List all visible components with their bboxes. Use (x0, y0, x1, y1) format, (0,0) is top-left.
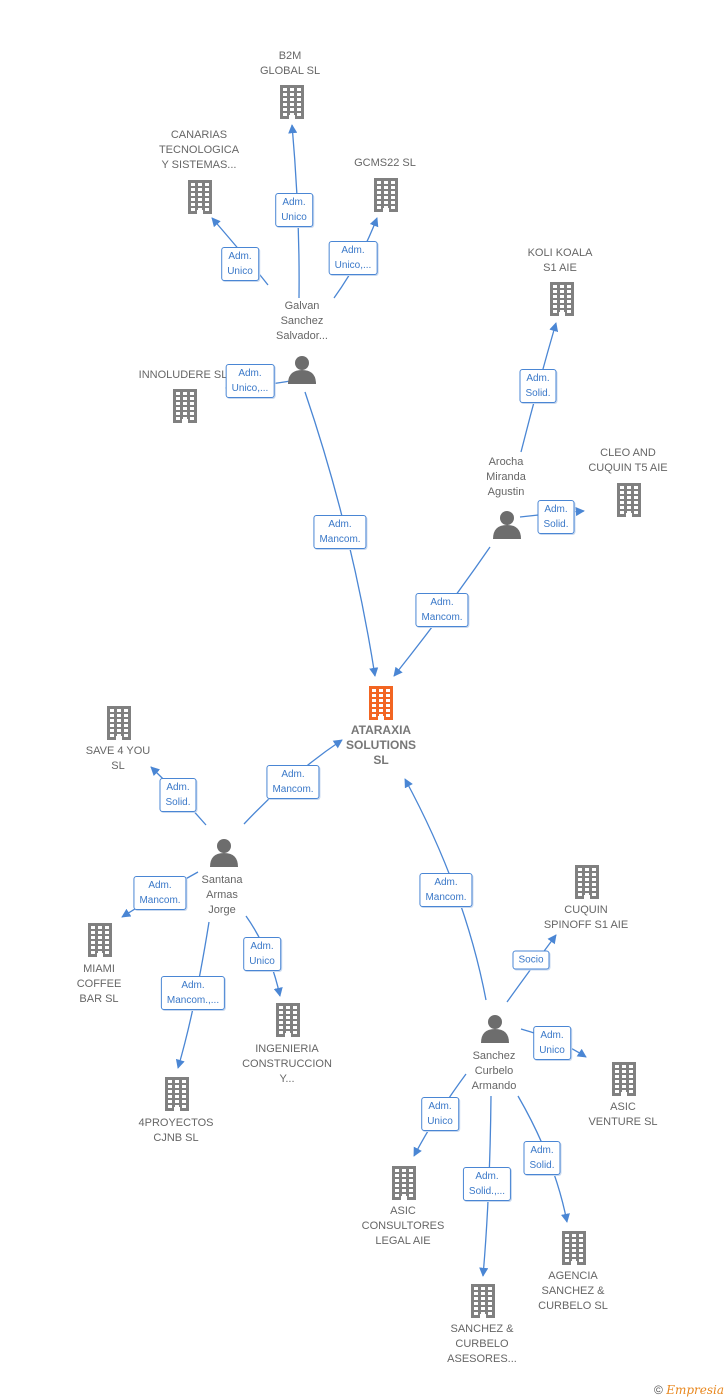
edge-label-galvan-gcms22[interactable]: Adm. Unico,... (328, 241, 378, 275)
edge-label-arocha-ataraxia[interactable]: Adm. Mancom. (415, 593, 469, 627)
gcms22-building-icon[interactable] (374, 178, 398, 212)
agencia-building-icon[interactable] (562, 1231, 586, 1265)
cleo-building-icon[interactable] (617, 483, 641, 517)
edge-label-arocha-cleo[interactable]: Adm. Solid. (537, 500, 575, 534)
node-label-asicventure[interactable]: ASIC VENTURE SL (588, 1101, 658, 1128)
node-label-gcms22[interactable]: GCMS22 SL (354, 157, 416, 169)
node-label-save4you[interactable]: SAVE 4 YOU SL (85, 745, 151, 772)
brand-logo: Empresia (666, 1383, 724, 1397)
node-label-innoludere[interactable]: INNOLUDERE SL (138, 369, 228, 381)
b2m-building-icon[interactable] (280, 85, 304, 119)
edge-label-sanchez-asicventure[interactable]: Adm. Unico (533, 1026, 571, 1060)
node-label-sanchezasesores[interactable]: SANCHEZ & CURBELO ASESORES... (447, 1323, 517, 1365)
sanchez-person-icon[interactable] (481, 1015, 509, 1043)
edge-label-sanchez-sanchezasesores[interactable]: Adm. Solid.,... (462, 1167, 512, 1201)
cuquin-building-icon[interactable] (575, 865, 599, 899)
canarias-building-icon[interactable] (188, 180, 212, 214)
node-label-canarias[interactable]: CANARIAS TECNOLOGICA Y SISTEMAS... (158, 129, 240, 171)
koli-building-icon[interactable] (550, 282, 574, 316)
innoludere-building-icon[interactable] (173, 389, 197, 423)
node-label-4proyectos[interactable]: 4PROYECTOS CJNB SL (138, 1117, 214, 1144)
edge-label-sanchez-cuquin[interactable]: Socio (512, 950, 550, 970)
node-label-koli[interactable]: KOLI KOALA S1 AIE (527, 247, 593, 274)
node-label-galvan[interactable]: Galvan Sanchez Salvador... (276, 300, 328, 342)
edge-label-santana-4proyectos[interactable]: Adm. Mancom.,... (160, 976, 226, 1010)
node-label-cuquin[interactable]: CUQUIN SPINOFF S1 AIE (543, 904, 629, 931)
arocha-person-icon[interactable] (493, 511, 521, 539)
node-label-b2m[interactable]: B2M GLOBAL SL (259, 50, 321, 77)
edge-label-galvan-innoludere[interactable]: Adm. Unico,... (225, 364, 275, 398)
asicconsultores-building-icon[interactable] (392, 1166, 416, 1200)
sanchezasesores-building-icon[interactable] (471, 1284, 495, 1318)
node-label-santana[interactable]: Santana Armas Jorge (201, 874, 243, 916)
edge-label-sanchez-agencia[interactable]: Adm. Solid. (523, 1141, 561, 1175)
node-label-agencia[interactable]: AGENCIA SANCHEZ & CURBELO SL (538, 1270, 608, 1312)
node-label-sanchez[interactable]: Sanchez Curbelo Armando (471, 1050, 517, 1092)
ataraxia-building-icon[interactable] (369, 686, 393, 720)
node-label-ataraxia[interactable]: ATARAXIA SOLUTIONS SL (345, 723, 417, 767)
copyright-symbol: © (654, 1383, 663, 1397)
node-label-asicconsultores[interactable]: ASIC CONSULTORES LEGAL AIE (361, 1205, 445, 1247)
node-label-ingenieria[interactable]: INGENIERIA CONSTRUCCION Y... (242, 1043, 332, 1085)
edge-label-sanchez-asicconsultores[interactable]: Adm. Unico (421, 1097, 459, 1131)
edge-label-galvan-ataraxia[interactable]: Adm. Mancom. (313, 515, 367, 549)
edge-label-santana-save4you[interactable]: Adm. Solid. (159, 778, 197, 812)
4proyectos-building-icon[interactable] (165, 1077, 189, 1111)
footer-brand: © Empresia (654, 1383, 724, 1397)
asicventure-building-icon[interactable] (612, 1062, 636, 1096)
edge-label-galvan-canarias[interactable]: Adm. Unico (221, 247, 259, 281)
galvan-person-icon[interactable] (288, 356, 316, 384)
edge-label-arocha-koli[interactable]: Adm. Solid. (519, 369, 557, 403)
ingenieria-building-icon[interactable] (276, 1003, 300, 1037)
node-label-miami[interactable]: MIAMI COFFEE BAR SL (76, 963, 122, 1005)
santana-person-icon[interactable] (210, 839, 238, 867)
edge-label-santana-ataraxia[interactable]: Adm. Mancom. (266, 765, 320, 799)
edge-label-sanchez-ataraxia[interactable]: Adm. Mancom. (419, 873, 473, 907)
save4you-building-icon[interactable] (107, 706, 131, 740)
edge-label-santana-ingenieria[interactable]: Adm. Unico (243, 937, 281, 971)
edge-label-santana-miami[interactable]: Adm. Mancom. (133, 876, 187, 910)
edge-label-galvan-b2m[interactable]: Adm. Unico (275, 193, 313, 227)
node-label-arocha[interactable]: Arocha Miranda Agustin (486, 456, 526, 498)
miami-building-icon[interactable] (88, 923, 112, 957)
node-label-cleo[interactable]: CLEO AND CUQUIN T5 AIE (588, 447, 668, 474)
